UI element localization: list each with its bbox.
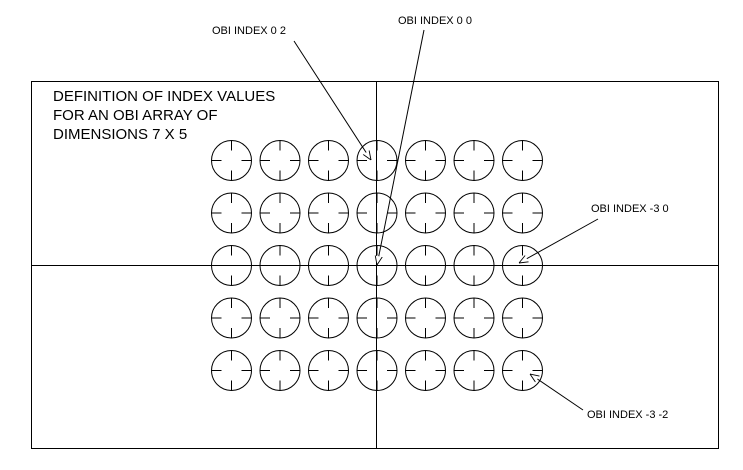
obi-element	[308, 140, 349, 181]
obi-element	[259, 350, 301, 391]
obi-element	[502, 350, 543, 391]
obi-element	[405, 350, 446, 391]
obi-element	[356, 350, 398, 391]
obi-element	[211, 140, 252, 181]
obi-element	[308, 192, 349, 234]
obi-element	[356, 297, 398, 339]
obi-element	[308, 350, 349, 391]
callout-labels: OBI INDEX 0 2 OBI INDEX 0 0 OBI INDEX -3…	[212, 15, 669, 421]
obi-element	[259, 140, 301, 181]
callout-leaders	[293, 29, 599, 411]
obi-element	[453, 297, 495, 339]
obi-element	[502, 192, 543, 234]
diagram-title: DEFINITION OF INDEX VALUES FOR AN OBI AR…	[53, 88, 275, 143]
obi-element	[308, 245, 349, 286]
obi-element	[405, 192, 446, 234]
obi-element	[453, 245, 495, 286]
title-line-2: FOR AN OBI ARRAY OF	[53, 107, 217, 124]
obi-element	[356, 140, 398, 181]
obi-element	[211, 245, 252, 286]
callout-leader-obi-n3-0	[519, 218, 599, 263]
callout-leader-obi-0-0	[377, 29, 425, 265]
obi-element	[453, 192, 495, 234]
callout-leader-obi-n3-n2	[530, 374, 584, 411]
callout-label-obi-0-2: OBI INDEX 0 2	[212, 25, 286, 37]
obi-element	[405, 140, 446, 181]
obi-element	[453, 350, 495, 391]
obi-element	[502, 297, 543, 339]
obi-element	[405, 245, 446, 286]
obi-element	[211, 192, 252, 234]
obi-element	[502, 245, 543, 286]
obi-element	[502, 140, 543, 181]
obi-element	[211, 297, 252, 339]
obi-element	[259, 245, 301, 286]
obi-element	[259, 297, 301, 339]
obi-element	[259, 192, 301, 234]
callout-leader-obi-0-2	[293, 40, 371, 160]
obi-element	[211, 350, 252, 391]
callout-label-obi-0-0: OBI INDEX 0 0	[398, 15, 472, 27]
obi-element	[356, 245, 398, 286]
obi-element	[453, 140, 495, 181]
callout-label-obi-n3-n2: OBI INDEX -3 -2	[587, 409, 668, 421]
title-line-1: DEFINITION OF INDEX VALUES	[53, 88, 275, 105]
callout-label-obi-n3-0: OBI INDEX -3 0	[591, 203, 669, 215]
obi-element	[405, 297, 446, 339]
obi-element	[308, 297, 349, 339]
obi-element	[356, 192, 398, 234]
title-line-3: DIMENSIONS 7 X 5	[53, 126, 187, 143]
obi-array	[211, 140, 543, 391]
